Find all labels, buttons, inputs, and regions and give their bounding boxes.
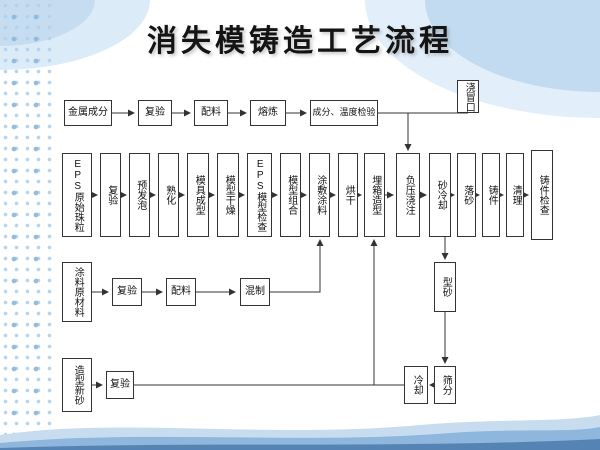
node-gating-riser: 浇冒口	[457, 80, 479, 113]
node-curing: 熟化	[158, 153, 179, 237]
node-coating-raw-material: 涂料原材料	[62, 262, 92, 322]
node-eps-raw-beads: EPS原始珠粒	[62, 153, 92, 237]
node-metal-composition: 金属成分	[64, 100, 112, 126]
node-coating-mixing: 混制	[240, 278, 270, 306]
node-casting: 铸件	[482, 153, 500, 237]
node-shakeout: 落砂	[457, 153, 476, 237]
node-pre-foaming: 预发泡	[129, 153, 150, 237]
node-metal-batching: 配料	[194, 100, 228, 126]
node-pattern-assembly: 模型组合	[280, 153, 301, 237]
node-casting-inspection: 铸件检查	[531, 150, 553, 240]
node-coating-batching: 配料	[166, 278, 196, 306]
slide-title: 消失模铸造工艺流程	[147, 25, 453, 58]
bottom-wave-decoration	[0, 415, 600, 450]
node-cleaning: 清理	[506, 153, 524, 237]
node-new-sand-recheck: 复验	[106, 371, 134, 399]
node-coating-recheck: 复验	[112, 278, 142, 306]
node-composition-temp-inspection: 成分、温度检验	[310, 100, 378, 126]
node-pattern-drying: 模型干燥	[217, 153, 239, 237]
node-melting: 熔炼	[250, 100, 286, 126]
node-drying: 烘干	[338, 153, 358, 237]
node-mold-forming: 模具成型	[187, 153, 209, 237]
node-sieving: 筛分	[434, 366, 456, 404]
node-vacuum-pouring: 负压浇注	[396, 153, 420, 237]
node-sand-recycle-cooling: 冷却	[404, 366, 428, 404]
node-coating-application: 涂敷涂料	[309, 153, 330, 237]
node-eps-recheck: 复验	[100, 153, 121, 237]
node-flask-molding: 埋箱造型	[364, 153, 385, 237]
node-metal-recheck: 复验	[138, 100, 172, 126]
node-eps-pattern-inspection: EPS模型检查	[247, 153, 272, 237]
node-new-sand: 造型新砂	[62, 358, 92, 412]
dot-pattern-decoration	[0, 0, 52, 450]
node-molding-sand: 型砂	[434, 262, 456, 312]
node-sand-cooling: 砂冷却	[429, 153, 451, 237]
